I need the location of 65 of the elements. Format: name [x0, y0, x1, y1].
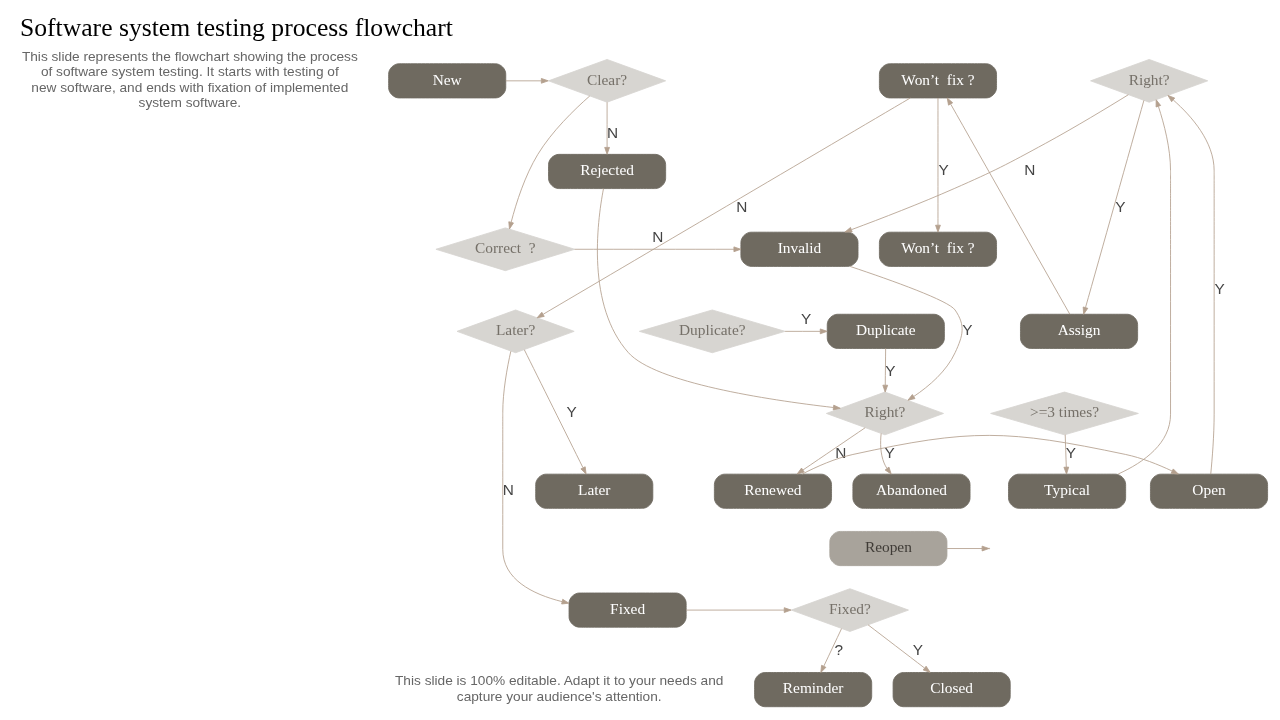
arrow — [867, 624, 931, 673]
edge-label: N — [652, 227, 664, 245]
node-diamond: Clear? — [548, 59, 667, 103]
arrow — [801, 434, 1179, 475]
node-box: Typical — [1008, 473, 1127, 509]
node-box: Duplicate — [826, 313, 945, 349]
edge-label: Y — [801, 310, 812, 327]
node-box: Reopen — [829, 531, 948, 567]
arrow — [880, 433, 892, 475]
edge-label: N — [1024, 161, 1036, 179]
edge-label: Y — [566, 403, 577, 421]
edge-label: N — [607, 124, 619, 142]
label: This slide represents the flowchart showing the process of software system testing. It starts with testing of new software, and ends with fixation of implemented system software. — [21, 49, 358, 111]
edge-label: Y — [1214, 280, 1225, 298]
node-diamond: >=3 times? — [990, 391, 1139, 436]
node-box: Won’t fix ? — [878, 63, 997, 99]
edge-label: N — [502, 481, 514, 499]
edge-label: N — [736, 198, 748, 215]
arrow — [820, 628, 842, 673]
arrow — [844, 94, 1129, 233]
arrow — [1063, 434, 1070, 475]
node-diamond: Duplicate? — [638, 309, 786, 354]
caption: This slide is 100% editable. Adapt it to your needs and capture your audience's attention. — [395, 673, 724, 704]
arrow — [1082, 99, 1145, 315]
arrow — [784, 328, 828, 335]
node-box: Won’t fix ? — [878, 231, 997, 267]
arrow — [849, 266, 963, 401]
edge-label: ? — [834, 640, 844, 658]
edge-label: Y — [912, 640, 924, 658]
edge-label: Y — [1115, 198, 1126, 215]
arrow — [882, 348, 889, 393]
arrow — [505, 78, 549, 84]
node-box: Assign — [1020, 313, 1139, 349]
node-box: Open — [1150, 473, 1268, 509]
node-box: Reminder — [754, 672, 873, 708]
arrow — [604, 101, 610, 155]
arrow — [1117, 99, 1171, 475]
arrow — [596, 188, 841, 411]
arrow — [685, 607, 792, 613]
node-box: Rejected — [548, 153, 667, 189]
edge-label: N — [835, 444, 847, 462]
node-diamond: Fixed? — [790, 588, 909, 632]
arrow — [523, 349, 587, 475]
arrow — [508, 95, 591, 230]
edge-label: Y — [962, 321, 973, 339]
edge-label: Y — [885, 362, 896, 380]
node-box: Later — [535, 473, 654, 509]
node-diamond: Correct ? — [435, 227, 576, 272]
edge-label: Y — [884, 444, 895, 462]
arrow — [796, 427, 866, 475]
arrow — [946, 97, 1071, 315]
arrow — [1167, 95, 1215, 475]
node-box: Closed — [892, 672, 1011, 708]
arrow — [935, 97, 941, 233]
node-box: Renewed — [713, 473, 832, 509]
arrow — [502, 350, 570, 605]
node-box: Invalid — [740, 231, 859, 267]
edge-label: Y — [1065, 444, 1077, 462]
arrow — [574, 246, 742, 253]
edge-label: Y — [938, 161, 949, 179]
node-box: Fixed — [568, 592, 687, 628]
diagram-title: Software system testing process flowchart — [19, 12, 453, 42]
node-box: New — [388, 63, 507, 99]
node-box: Abandoned — [852, 473, 971, 509]
arrow — [536, 97, 911, 319]
